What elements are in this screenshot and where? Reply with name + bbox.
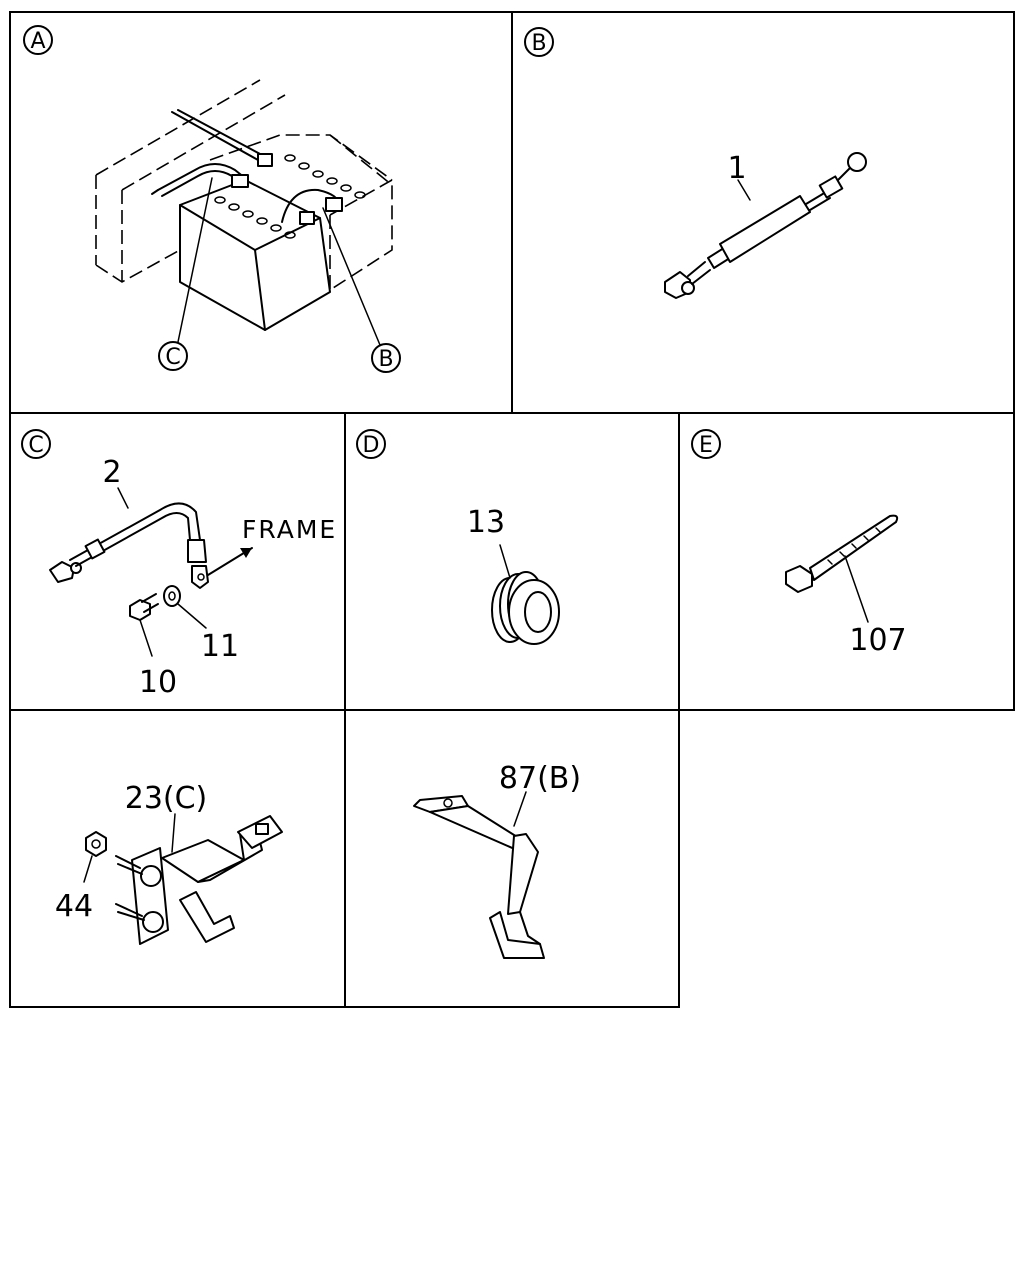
panel-borders: [9, 11, 1015, 1008]
part-label-1: 1: [727, 151, 746, 186]
part-label-2: 2: [102, 455, 121, 490]
frame-cable-drawing: [49, 487, 253, 657]
panel-c: C 2 FRAME 11 10: [21, 429, 337, 700]
part-label-11: 11: [201, 629, 239, 664]
callout-b: B: [371, 343, 401, 373]
part-label-13: 13: [467, 505, 505, 540]
svg-text:D: D: [363, 433, 380, 458]
bracket-b-drawing: [413, 791, 545, 959]
part-label-44: 44: [55, 889, 93, 924]
frame-text: FRAME: [242, 515, 337, 544]
panel-b-marker: B: [524, 27, 554, 57]
part-label-23c: 23(C): [125, 781, 208, 816]
battery-cable-drawing: [664, 152, 867, 299]
grommet-drawing: [491, 544, 560, 645]
svg-text:E: E: [699, 433, 713, 458]
panel-g: 87(B): [413, 761, 581, 959]
panel-a-marker: A: [23, 25, 53, 55]
battery-assembly-drawing: [95, 79, 393, 346]
panel-e-marker: E: [691, 429, 721, 459]
svg-text:C: C: [28, 433, 43, 458]
callout-c: C: [158, 341, 188, 371]
part-label-107: 107: [849, 623, 906, 658]
svg-text:B: B: [531, 31, 546, 56]
cable-tie-drawing: [785, 514, 899, 623]
svg-text:A: A: [30, 29, 45, 54]
svg-text:B: B: [378, 347, 393, 372]
panel-f: 23(C) 44: [55, 781, 283, 945]
panel-d-marker: D: [356, 429, 386, 459]
svg-text:C: C: [165, 345, 180, 370]
part-label-87b: 87(B): [499, 761, 581, 796]
bracket-c-drawing: [83, 813, 283, 945]
panel-c-marker: C: [21, 429, 51, 459]
panel-e: E 107: [691, 429, 907, 658]
panel-b: B 1: [524, 27, 867, 299]
panel-a: A: [23, 25, 401, 373]
panel-d: D 13: [356, 429, 560, 645]
part-label-10: 10: [139, 665, 177, 700]
